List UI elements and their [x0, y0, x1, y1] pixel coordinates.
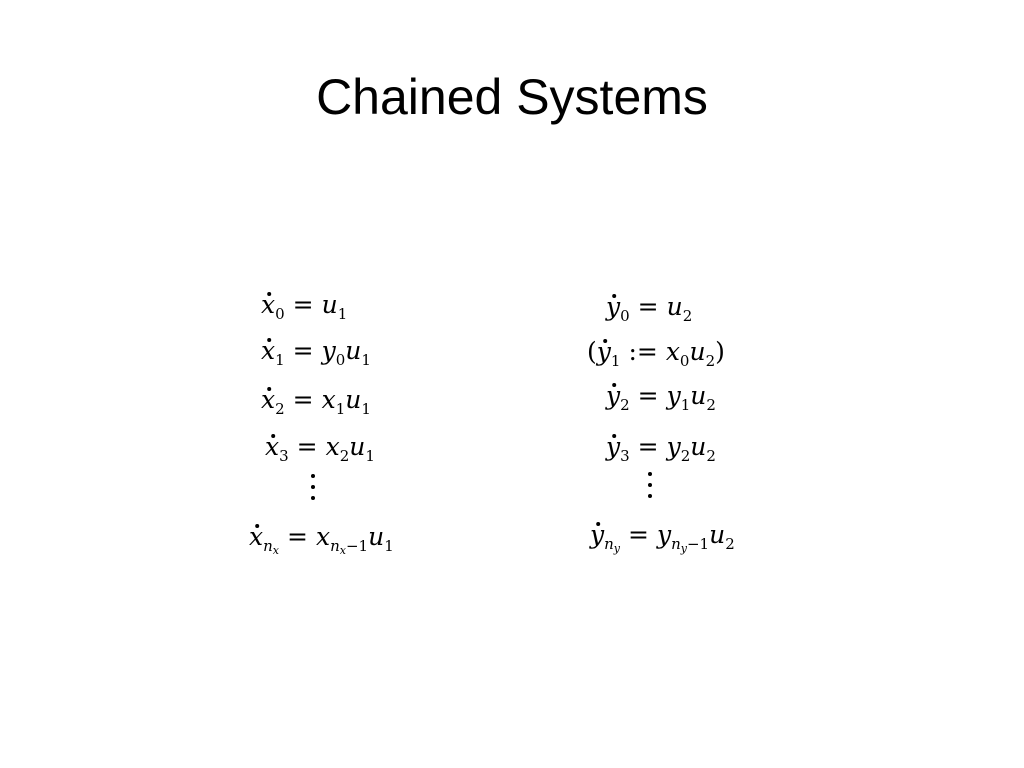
rhs-variable: u: [690, 381, 707, 410]
rhs-subscript: 2: [339, 447, 350, 465]
equation-xn: xnx=xnx−1u1: [249, 522, 394, 557]
rhs-variable: y: [666, 432, 681, 461]
rhs-subscript: 1: [365, 447, 375, 465]
equation-x3: x3=x2u1: [265, 432, 375, 465]
equation-y0: y0 =u2: [606, 292, 693, 325]
lhs-subscript: 1: [275, 351, 285, 369]
lhs-subscript: nx: [263, 537, 279, 557]
rhs-subscript: 2: [705, 352, 716, 370]
rhs-variable: x: [325, 432, 340, 461]
rhs-subscript: 0: [335, 351, 346, 369]
operator: =: [287, 522, 308, 551]
rhs-variable: u: [690, 432, 707, 461]
lhs-subscript: 3: [620, 447, 630, 465]
rhs-subscript: 1: [335, 400, 346, 418]
vertical-ellipsis-left: [311, 474, 317, 507]
operator: =: [637, 292, 659, 321]
rhs-variable: u: [349, 432, 366, 461]
rhs-variable: y: [656, 520, 672, 549]
rhs-subscript: 0: [679, 352, 690, 370]
rhs-subscript: 1: [337, 305, 348, 323]
open-paren: (: [587, 337, 597, 366]
rhs-subscript: 2: [682, 307, 693, 325]
operator: =: [296, 432, 318, 461]
rhs-subscript: 2: [725, 535, 735, 553]
operator: =: [292, 336, 314, 365]
rhs-variable: u: [368, 522, 385, 551]
lhs-variable: y: [606, 292, 621, 321]
operator: =: [292, 385, 314, 414]
operator: =: [637, 432, 659, 461]
lhs-variable: x: [265, 432, 280, 461]
lhs-variable: x: [249, 522, 264, 551]
rhs-subscript: 1: [361, 351, 371, 369]
rhs-variable: y: [321, 336, 336, 365]
rhs-subscript: 1: [680, 396, 691, 414]
rhs-subscript: 1: [384, 537, 394, 555]
rhs-subscript: nx−1: [330, 537, 369, 557]
lhs-subscript: ny: [604, 535, 621, 555]
rhs-variable: u: [709, 520, 726, 549]
operator: =: [628, 520, 649, 549]
equation-yn: yny=yny−1u2: [590, 520, 735, 555]
equation-x1: x1=y0u1: [261, 336, 371, 369]
operator: =: [292, 290, 314, 319]
operator: =: [637, 381, 659, 410]
lhs-variable: y: [590, 520, 605, 549]
rhs-variable: u: [321, 290, 338, 319]
equation-x2: x2=x1u1: [261, 385, 371, 418]
equation-y3: y3=y2u2: [606, 432, 716, 465]
rhs-variable: u: [689, 337, 706, 366]
lhs-variable: x: [261, 385, 276, 414]
lhs-variable: y: [606, 381, 621, 410]
equation-y2: y2=y1u2: [606, 381, 716, 414]
rhs-variable: u: [345, 336, 362, 365]
rhs-variable: u: [345, 385, 362, 414]
operator: :=: [628, 337, 658, 366]
rhs-variable: u: [666, 292, 683, 321]
vertical-ellipsis-right: [648, 472, 654, 505]
slide-title: Chained Systems: [316, 69, 708, 125]
lhs-subscript: 1: [610, 352, 621, 370]
lhs-subscript: 2: [275, 400, 285, 418]
lhs-subscript: 0: [275, 305, 285, 323]
lhs-subscript: 2: [620, 396, 630, 414]
lhs-variable: x: [261, 336, 276, 365]
rhs-subscript: 2: [706, 447, 716, 465]
rhs-subscript: 2: [680, 447, 691, 465]
rhs-subscript: 1: [361, 400, 371, 418]
close-paren: ): [715, 337, 725, 366]
equation-y1: (y1 :=x0u2): [587, 337, 725, 370]
equation-x0: x0 =u1: [261, 290, 348, 323]
lhs-variable: x: [261, 290, 276, 319]
rhs-variable: y: [666, 381, 681, 410]
rhs-variable: x: [665, 337, 680, 366]
rhs-subscript: ny−1: [671, 535, 710, 555]
lhs-variable: y: [596, 337, 611, 366]
rhs-variable: x: [315, 522, 331, 551]
lhs-variable: y: [606, 432, 621, 461]
rhs-subscript: 2: [706, 396, 716, 414]
lhs-subscript: 0: [620, 307, 630, 325]
rhs-variable: x: [321, 385, 336, 414]
lhs-subscript: 3: [279, 447, 289, 465]
